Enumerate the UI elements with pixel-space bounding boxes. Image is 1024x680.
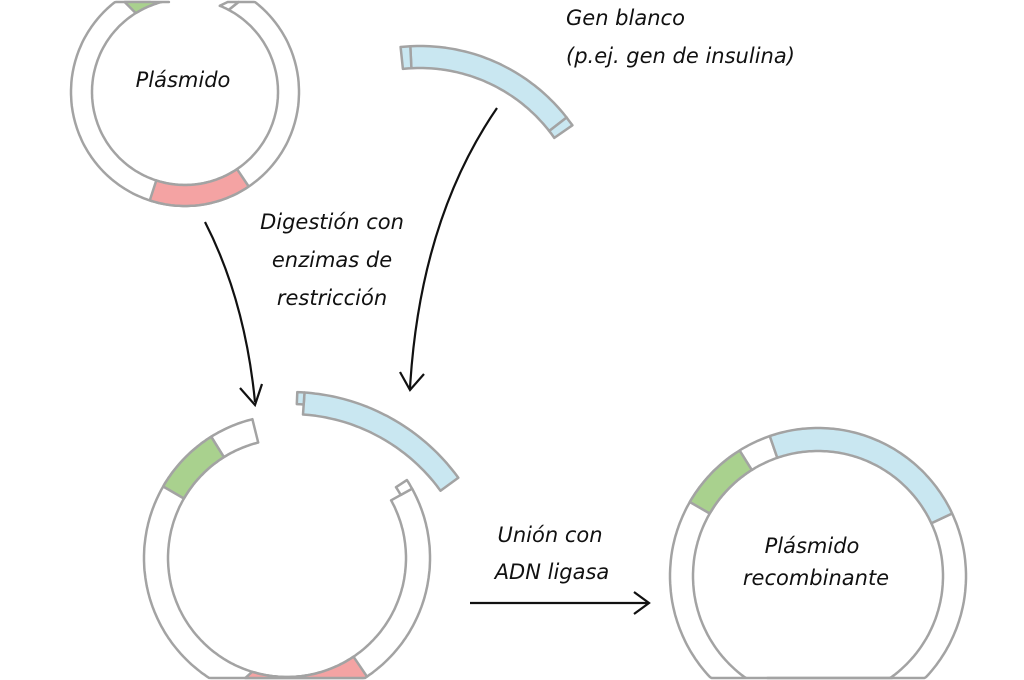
- digestion-label-1: Digestión con: [260, 210, 404, 234]
- cut-gene-fragment: [295, 390, 460, 492]
- origin-segment: [123, 0, 171, 15]
- target-gene-example-label: (p.ej. gen de insulina): [566, 44, 795, 68]
- target-gene-end-right: [547, 116, 574, 140]
- target-gene-end-left: [399, 45, 413, 71]
- inserted-gene-segment: [768, 426, 954, 525]
- plasmid-label: Plásmido: [135, 68, 231, 92]
- recombinant-label-1: Plásmido: [764, 534, 860, 558]
- plasmid-backbone: [69, 0, 301, 208]
- ligation-label-2: ADN ligasa: [494, 560, 610, 584]
- target-gene-fragment: [399, 44, 574, 140]
- ligation-arrow: [470, 591, 651, 615]
- digestion-arrow-left-head: [239, 383, 264, 408]
- cut-plasmid-left-end: [209, 417, 260, 459]
- cut-gene-overhang: [295, 390, 306, 406]
- recombinant-label-2: recombinante: [742, 566, 890, 590]
- cut-resistance-segment: [243, 655, 369, 680]
- plasmid-backbone-top: [218, 0, 240, 12]
- ligation-label-1: Unión con: [497, 523, 603, 547]
- recombinant-plasmid: [668, 426, 968, 680]
- resistance-gene-segment: [148, 167, 250, 208]
- cut-plasmid-right-end: [394, 478, 414, 497]
- recombinant-origin-segment: [688, 449, 754, 515]
- digestion-label-3: restricción: [276, 286, 388, 310]
- target-gene-label: Gen blanco: [566, 6, 685, 30]
- cut-plasmid: [142, 417, 432, 680]
- digestion-arrow-left: [204, 221, 257, 403]
- cut-origin-segment: [161, 435, 226, 500]
- gene-arrow-head: [399, 371, 425, 392]
- original-plasmid: [69, 0, 301, 208]
- digestion-label-2: enzimas de: [271, 248, 393, 272]
- cut-gene-body: [301, 391, 460, 492]
- target-gene-body: [409, 44, 568, 133]
- gene-arrow: [408, 107, 498, 389]
